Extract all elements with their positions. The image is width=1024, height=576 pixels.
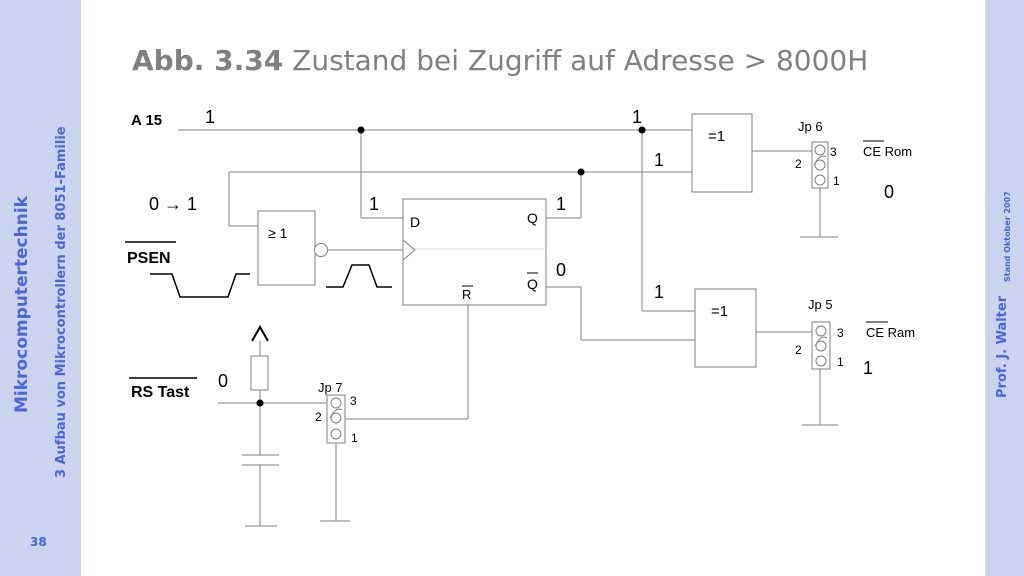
psen-label: PSEN <box>127 250 171 267</box>
level-ce-rom: 0 <box>884 182 894 202</box>
jp5-pin1: 1 <box>837 355 844 369</box>
junction-rs-tast <box>256 399 264 407</box>
nor-gate <box>257 210 316 286</box>
flipflop-q-label: Q <box>527 210 538 226</box>
vcc-arrow-icon <box>251 324 269 342</box>
pullup-resistor <box>250 355 269 391</box>
jumper-jp5 <box>811 321 831 370</box>
jp5-pin3: 3 <box>837 326 844 340</box>
figure-title: Zustand bei Zugriff auf Adresse > 8000H <box>292 44 869 77</box>
jp6-pin1: 1 <box>833 174 840 188</box>
page-number: 38 <box>30 535 47 549</box>
junction-a15-dff <box>357 126 365 134</box>
jp7-pin1: 1 <box>351 431 358 445</box>
clock-pulse-waveform <box>326 264 392 288</box>
xor-gate-bottom-label: =1 <box>711 303 728 320</box>
level-rs-tast: 0 <box>218 371 228 391</box>
a15-label: A 15 <box>131 112 162 129</box>
slide-title: Abb. 3.34 Zustand bei Zugriff auf Adress… <box>132 44 868 77</box>
jp5-pin2: 2 <box>795 343 802 357</box>
jp6-pin3: 3 <box>830 145 837 159</box>
jp6-pin2: 2 <box>795 157 802 171</box>
jp7-pin3: 3 <box>350 394 357 408</box>
xor-gate-top-label: =1 <box>708 128 725 145</box>
level-d-input: 1 <box>369 194 379 214</box>
level-xor-top-in2: 1 <box>654 150 664 170</box>
level-ce-ram: 1 <box>863 358 873 378</box>
d-flipflop <box>402 198 547 306</box>
figure-label: Abb. 3.34 <box>132 44 284 77</box>
junction-a15-xor <box>638 126 646 134</box>
level-a15-node: 1 <box>632 107 642 127</box>
jp7-label: Jp 7 <box>318 380 343 395</box>
rs-tast-label: RS Tast <box>131 384 190 401</box>
jp7-pin2: 2 <box>315 410 322 424</box>
wires <box>178 129 838 527</box>
jumper-jp6 <box>811 141 829 189</box>
junction-q-feedback <box>577 168 585 176</box>
level-q-output: 1 <box>556 194 566 214</box>
flipflop-qbar-label: Q <box>527 276 538 292</box>
level-xor-bottom-in1: 1 <box>654 282 664 302</box>
jp6-label: Jp 6 <box>798 119 823 134</box>
xor-gate-bottom <box>694 288 757 368</box>
left-sidebar <box>0 0 81 576</box>
level-psen-transition: 0 → 1 <box>149 194 197 214</box>
nor-gate-inversion-bubble <box>314 243 328 257</box>
level-a15: 1 <box>205 107 215 127</box>
jp5-label: Jp 5 <box>808 297 833 312</box>
flipflop-rbar-label: R <box>462 287 471 302</box>
nor-gate-label: ≥ 1 <box>268 225 288 241</box>
psen-waveform <box>150 273 250 298</box>
jumper-jp7 <box>326 394 346 444</box>
level-qbar-output: 0 <box>556 260 566 280</box>
right-sidebar <box>985 0 1024 576</box>
flipflop-d-label: D <box>410 214 420 230</box>
ce-rom-label: CE Rom <box>863 144 912 159</box>
clock-input-icon <box>402 239 416 261</box>
capacitor-symbol <box>242 454 279 466</box>
xor-gate-top <box>691 113 753 193</box>
ce-ram-label: CE Ram <box>866 325 915 340</box>
